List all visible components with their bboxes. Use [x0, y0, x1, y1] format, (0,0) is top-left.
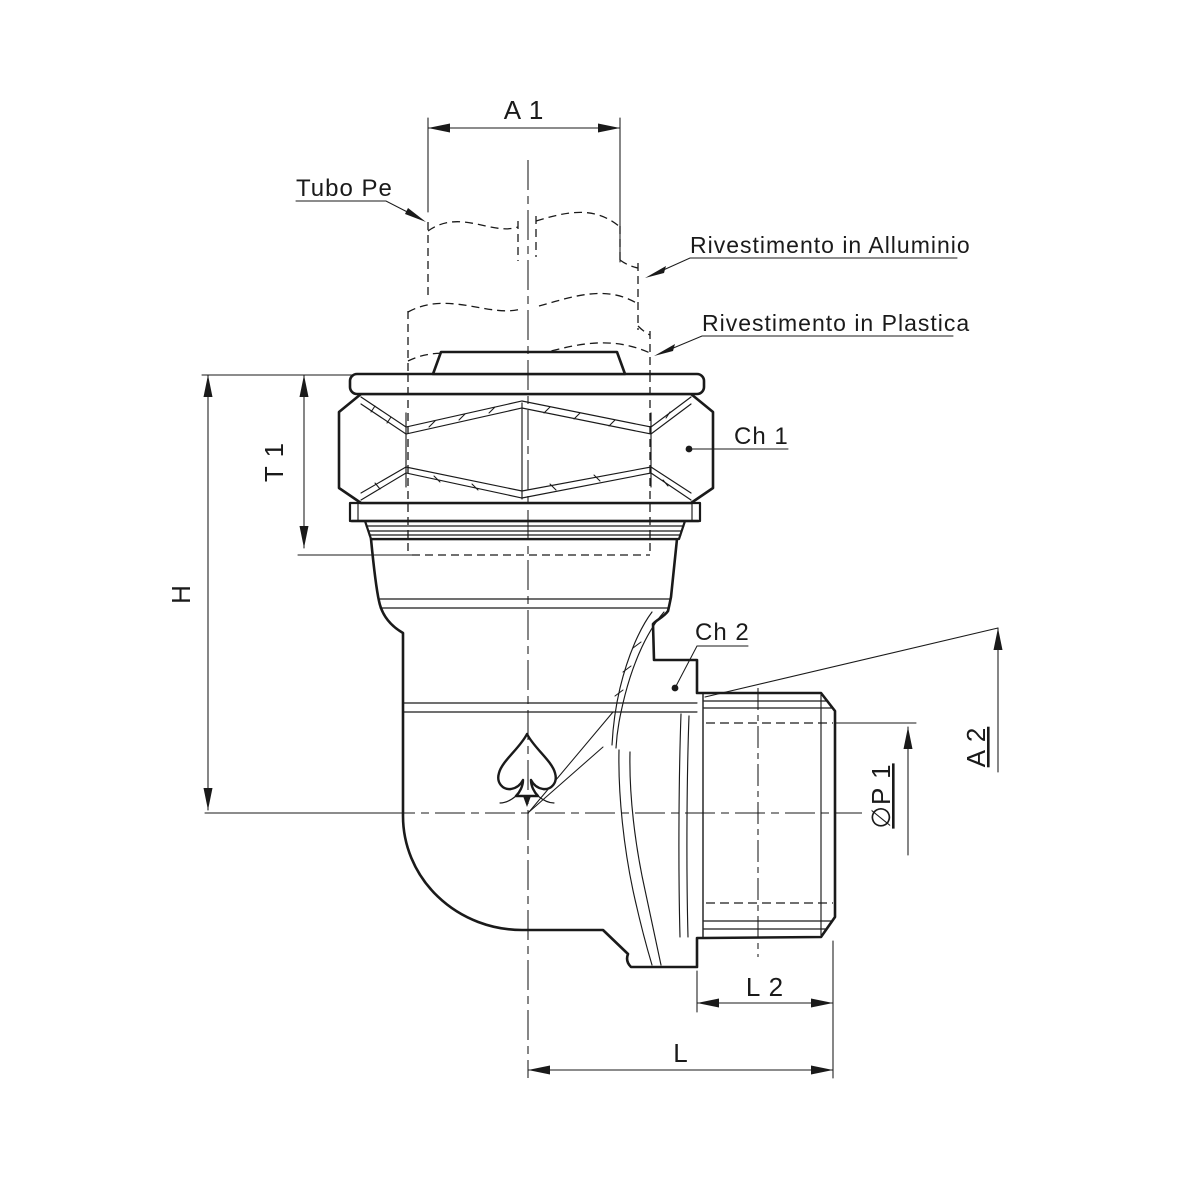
leader-callouts: Tubo Pe Rivestimento in Alluminio Rivest…: [295, 175, 971, 692]
dim-a1-label: A 1: [504, 95, 545, 125]
pipe-break-lines: [407, 211, 651, 374]
dim-a2-label: A 2: [961, 727, 991, 768]
insert-collar: [431, 350, 627, 376]
fitting-body: [337, 350, 837, 969]
dim-t1-label: T 1: [259, 442, 289, 482]
washer: [348, 501, 702, 523]
label-rivestimento-plastica: Rivestimento in Plastica: [702, 310, 970, 336]
dim-h-label: H: [166, 584, 196, 604]
elbow-body-outline: [369, 537, 837, 969]
label-ch2: Ch 2: [695, 619, 750, 646]
dimension-annotations: A 1 T 1 H A 2 ∅P 1 L 2 L: [166, 95, 1003, 1079]
centerlines: [204, 160, 862, 1078]
spade-logo-icon: [497, 732, 557, 807]
nut-top-rim: [348, 372, 706, 396]
pipe-hidden-lines: [407, 374, 651, 556]
compression-nut-hex: [337, 392, 715, 505]
label-tubo-pe: Tubo Pe: [296, 175, 393, 202]
fitting-detail-lines: [350, 396, 833, 966]
dim-l2-label: L 2: [746, 972, 784, 1002]
label-ch1: Ch 1: [734, 423, 789, 450]
dim-l-label: L: [673, 1038, 688, 1068]
dim-p1-label: ∅P 1: [866, 763, 896, 828]
collar-rings: [363, 519, 687, 541]
label-rivestimento-alluminio: Rivestimento in Alluminio: [690, 232, 971, 258]
